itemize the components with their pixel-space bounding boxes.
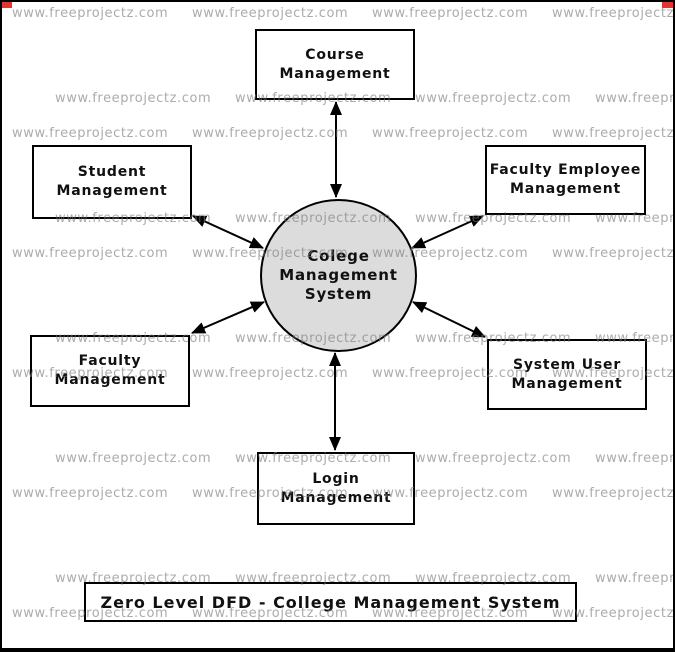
center-label-line: Management <box>279 266 398 284</box>
process-label-line: Course <box>305 46 365 63</box>
process-label-line: Management <box>280 489 392 506</box>
red-corner-mark-right <box>662 2 673 8</box>
arrow-system-user-to-center <box>412 301 486 338</box>
process-box-login-management: Login Management <box>257 452 415 525</box>
process-label-line: Management <box>509 181 622 197</box>
red-corner-mark-left <box>2 2 12 8</box>
process-box-faculty-management: Faculty Management <box>30 335 190 407</box>
arrow-student-to-center <box>192 215 264 249</box>
process-label-line: Management <box>511 375 623 392</box>
process-label-line: Login <box>312 470 360 487</box>
process-box-student-management: Student Management <box>32 145 192 219</box>
process-box-faculty-employee-management: Faculty Employee Management <box>485 145 646 215</box>
process-label-line: Management <box>279 65 391 82</box>
arrow-faculty-employee-to-center <box>411 215 484 249</box>
process-box-system-user-management: System User Management <box>487 339 647 410</box>
diagram-title: Zero Level DFD - College Management Syst… <box>100 592 561 612</box>
process-label-line: Faculty Employee <box>489 162 642 178</box>
center-process-circle-college-management-system: Colege Management System <box>260 199 417 352</box>
process-label-line: Faculty <box>78 353 142 369</box>
arrow-faculty-to-center <box>191 301 265 334</box>
process-box-course-management: Course Management <box>255 29 415 100</box>
process-label-line: Management <box>56 183 168 199</box>
process-label-line: System User <box>512 356 622 373</box>
diagram-title-box: Zero Level DFD - College Management Syst… <box>84 582 577 622</box>
center-label-line: Colege <box>307 247 370 265</box>
center-label-line: System <box>304 285 373 303</box>
process-label-line: Management <box>54 372 166 388</box>
process-label-line: Student <box>77 164 147 180</box>
